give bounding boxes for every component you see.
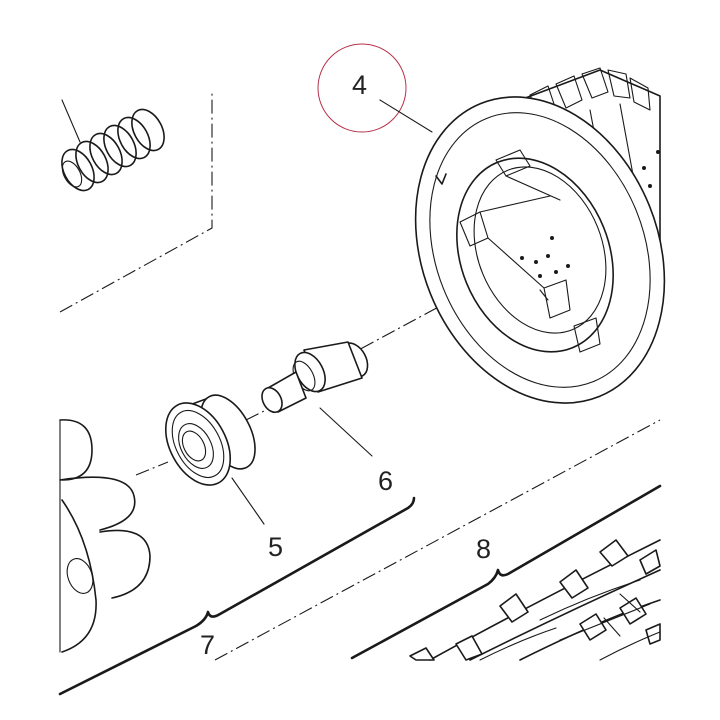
callout-4: 4 [352,70,367,100]
callout-8: 8 [476,534,491,564]
callout-7: 7 [200,630,215,660]
housing-fragment [59,419,151,653]
guide-pin [261,341,373,457]
ball-bearing [164,394,265,525]
clutch-plate-stack [409,539,661,661]
clutch-hub [414,67,666,404]
callout-6: 6 [378,466,393,496]
group-bracket-8 [350,484,662,660]
group-bracket-7 [58,496,416,696]
callout-5: 5 [268,532,283,562]
highlight-circle [317,43,407,133]
leader-lines [379,99,433,133]
coil-spring [61,99,165,192]
